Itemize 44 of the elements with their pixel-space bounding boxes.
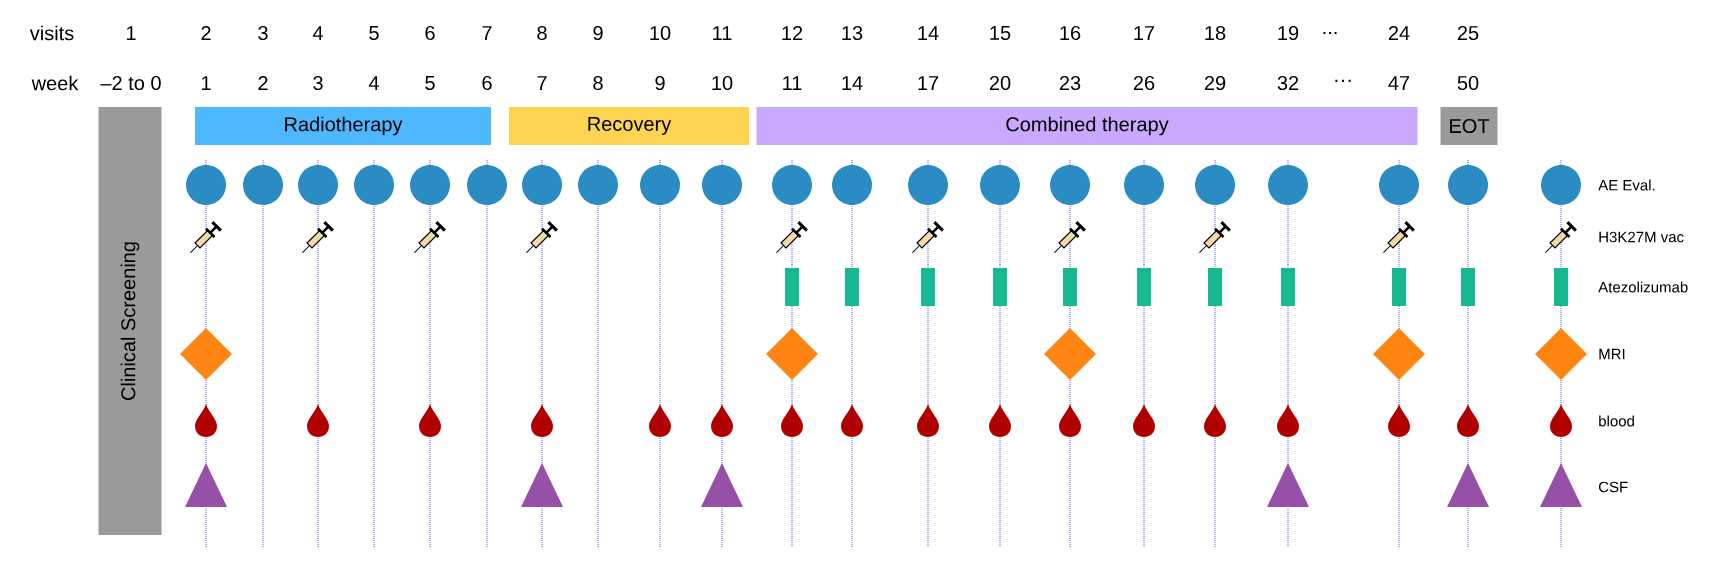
header-label: 17 xyxy=(1134,26,1155,40)
header-label: –2 to 0 xyxy=(100,75,161,91)
header-label: 13 xyxy=(842,25,863,41)
header-label: 3 xyxy=(258,25,268,41)
phase-band: EOT xyxy=(1440,107,1498,145)
screening-band: Clinical Screening xyxy=(98,107,162,535)
header-label: 12 xyxy=(782,26,803,40)
header-label: 11 xyxy=(783,76,802,90)
legend-label: H3K27M vac xyxy=(1599,231,1684,243)
phase-band: Recovery xyxy=(509,107,749,145)
header-label: 25 xyxy=(1457,25,1479,41)
header-label: 10 xyxy=(712,75,733,91)
header-label: 18 xyxy=(1205,25,1226,41)
header-label: 6 xyxy=(482,75,492,91)
header-label: 47 xyxy=(1388,76,1410,90)
phase-band: Radiotherapy xyxy=(195,107,491,145)
header-label: 5 xyxy=(369,26,379,40)
header-label: 1 xyxy=(201,76,211,90)
header-label: 15 xyxy=(990,26,1011,40)
header-label: 7 xyxy=(537,76,547,90)
header-label: 19 xyxy=(1278,25,1299,41)
header-label: 1 xyxy=(126,26,136,40)
phase-band: Combined therapy xyxy=(756,107,1418,145)
header-label: 8 xyxy=(537,25,547,41)
header-label: 6 xyxy=(425,25,435,41)
header-label: 16 xyxy=(1060,25,1081,41)
header-label: ... xyxy=(1323,31,1337,35)
legend-label: blood xyxy=(1599,415,1634,427)
legend-label: MRI xyxy=(1599,348,1625,360)
header-label: 2 xyxy=(201,26,211,40)
header-label: 10 xyxy=(650,25,671,41)
row-heading: week xyxy=(31,75,79,91)
header-label: 4 xyxy=(312,26,323,40)
header-label: 14 xyxy=(918,26,939,40)
legend-label: Atezolizumab xyxy=(1598,281,1688,293)
header-label: 9 xyxy=(593,25,603,41)
header-label: 7 xyxy=(482,26,492,40)
legend-label: AE Eval. xyxy=(1598,179,1655,191)
header-label: ··· xyxy=(1335,79,1351,82)
legend-label: CSF xyxy=(1599,481,1628,493)
header-label: 50 xyxy=(1457,75,1479,91)
header-label: 11 xyxy=(713,26,732,40)
row-heading: visits xyxy=(29,25,74,41)
header-label: 24 xyxy=(1388,26,1410,40)
